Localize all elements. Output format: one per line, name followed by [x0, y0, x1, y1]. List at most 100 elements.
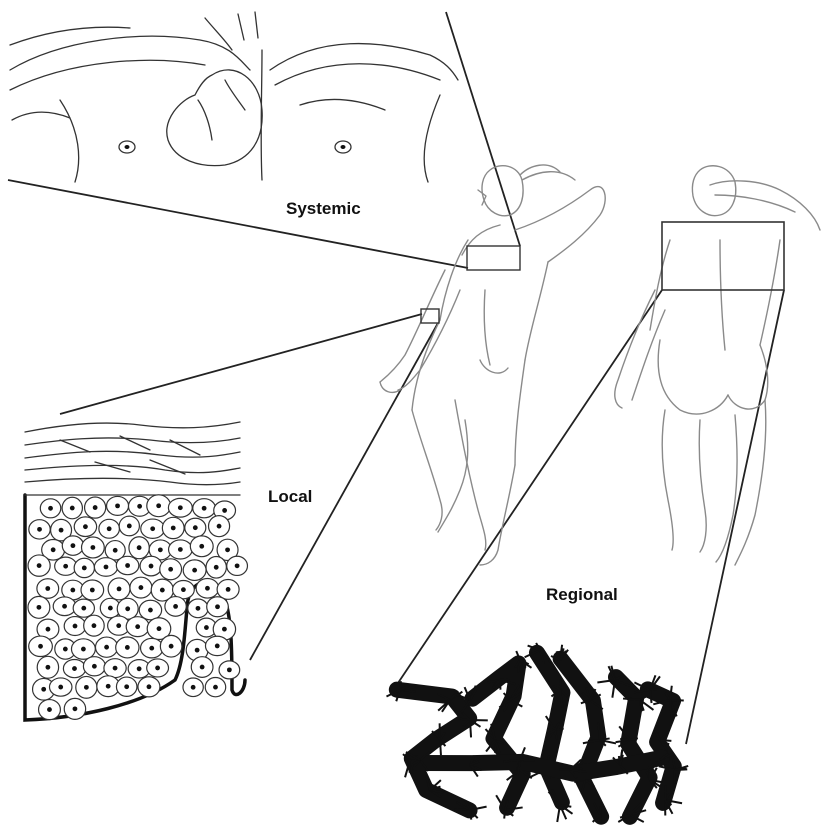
regional-callout-line-right [686, 290, 784, 744]
rash-bristle [504, 810, 505, 819]
cell-nucleus [63, 564, 68, 569]
cell-nucleus [156, 503, 161, 508]
cell-nucleus [181, 587, 186, 592]
cell-nucleus [70, 506, 75, 511]
regional-inset-rash [386, 643, 688, 822]
cell-nucleus [137, 545, 142, 550]
cell-nucleus [215, 604, 220, 609]
cell-nucleus [70, 588, 75, 593]
cell-nucleus [127, 524, 132, 529]
cell-nucleus [178, 505, 183, 510]
rash-bristle [470, 720, 471, 737]
chest-region-marker [467, 246, 520, 270]
back-region-marker [662, 222, 784, 290]
cell-nucleus [150, 526, 155, 531]
cell-nucleus [90, 588, 95, 593]
regional-callout-line-left [398, 290, 662, 683]
cell-nucleus [116, 623, 121, 628]
cell-nucleus [90, 545, 95, 550]
cell-nucleus [149, 646, 154, 651]
cell-nucleus [73, 706, 78, 711]
rash-bristle [600, 802, 601, 815]
cell-nucleus [117, 586, 122, 591]
cell-nucleus [113, 666, 118, 671]
cell-nucleus [171, 526, 176, 531]
label-local: Local [268, 487, 312, 506]
cell-nucleus [204, 625, 209, 630]
cell-nucleus [113, 548, 118, 553]
cell-nucleus [205, 586, 210, 591]
local-inset-skin-cells [25, 422, 247, 720]
cell-nucleus [200, 665, 205, 670]
cell-nucleus [62, 604, 67, 609]
cell-nucleus [137, 504, 142, 509]
cell-nucleus [38, 644, 43, 649]
cell-nucleus [227, 667, 232, 672]
cell-nucleus [195, 648, 200, 653]
cell-nucleus [139, 585, 144, 590]
rash-bristle [649, 767, 650, 780]
cell-nucleus [125, 563, 130, 568]
cell-nucleus [81, 606, 86, 611]
cell-nucleus [222, 627, 227, 632]
cell-nucleus [46, 627, 51, 632]
cell-nucleus [148, 608, 153, 613]
rash-bristle [560, 679, 561, 690]
cell-nucleus [192, 568, 197, 573]
cell-nucleus [83, 524, 88, 529]
cell-nucleus [51, 547, 56, 552]
cell-nucleus [37, 605, 42, 610]
cell-nucleus [214, 565, 219, 570]
cell-nucleus [46, 665, 51, 670]
cell-nucleus [73, 624, 78, 629]
cell-nucleus [222, 508, 227, 513]
cell-nucleus [125, 606, 130, 611]
cell-nucleus [82, 566, 87, 571]
rash-stroke [472, 663, 522, 807]
cell-nucleus [147, 684, 152, 689]
cell-nucleus [225, 547, 230, 552]
cell-nucleus [160, 588, 165, 593]
cell-nucleus [37, 527, 42, 532]
cell-nucleus [37, 563, 42, 568]
rash-pattern [386, 643, 688, 822]
cell-nucleus [193, 525, 198, 530]
cell-nucleus [155, 666, 160, 671]
cell-nucleus [125, 645, 130, 650]
systemic-inset-chest [10, 12, 458, 182]
cell-nucleus [199, 544, 204, 549]
cell-nucleus [48, 506, 53, 511]
cell-nucleus [92, 623, 97, 628]
rash-stroke [537, 653, 563, 803]
cell-nucleus [135, 624, 140, 629]
cell-nucleus [107, 526, 112, 531]
cell-nucleus [202, 506, 207, 511]
cell-nucleus [124, 684, 129, 689]
rash-bristle [660, 740, 671, 741]
keratinocyte-cells [28, 495, 247, 720]
cell-nucleus [106, 684, 111, 689]
cell-nucleus [149, 564, 154, 569]
cell-nucleus [84, 685, 89, 690]
local-callout-line-upper [60, 314, 422, 414]
cell-nucleus [157, 626, 162, 631]
cell-nucleus [58, 685, 63, 690]
cell-nucleus [137, 666, 142, 671]
cell-nucleus [63, 647, 68, 652]
cell-nucleus [158, 547, 163, 552]
cell-nucleus [178, 547, 183, 552]
cell-nucleus [71, 543, 76, 548]
cell-nucleus [173, 604, 178, 609]
cell-nucleus [226, 587, 231, 592]
cell-nucleus [104, 645, 109, 650]
cell-nucleus [93, 505, 98, 510]
cell-nucleus [217, 524, 222, 529]
cell-nucleus [104, 565, 109, 570]
cell-nucleus [59, 528, 64, 533]
cell-nucleus [45, 586, 50, 591]
cell-nucleus [213, 685, 218, 690]
systemic-callout-line-lower [8, 180, 468, 268]
cell-nucleus [72, 666, 77, 671]
cell-nucleus [81, 647, 86, 652]
